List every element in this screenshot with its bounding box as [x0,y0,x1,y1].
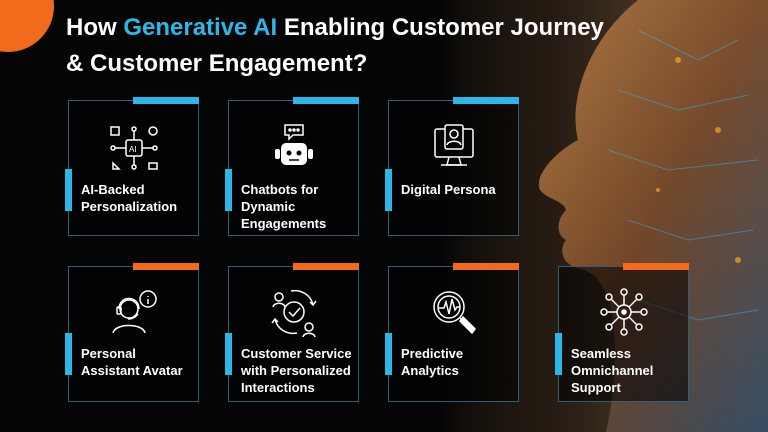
page-title: How Generative AI Enabling Customer Jour… [66,14,604,77]
card-side-bar [555,333,562,375]
orange-circle-decoration [0,0,54,52]
card-accent-bar [133,263,199,270]
magnifier-analytics-icon [427,287,481,337]
title-accent: Generative AI [123,14,278,41]
card-side-bar [225,169,232,211]
customer-service-icon [267,287,321,338]
card-omnichannel-support: Seamless Omnichannel Support [555,263,689,402]
card-side-bar [225,333,232,375]
card-label: AI-Backed Personalization [81,182,178,214]
card-label: Customer Service with Personalized Inter… [241,346,352,395]
card-accent-bar [293,263,359,270]
card-customer-service: Customer Service with Personalized Inter… [225,263,359,402]
chatbot-icon [267,123,321,173]
svg-text:AI: AI [129,145,137,154]
card-side-bar [385,169,392,211]
card-ai-backed-personalization: AI AI-Backed Personalization [65,97,199,236]
card-accent-bar [293,97,359,104]
card-side-bar [385,333,392,375]
card-label: Predictive Analytics [401,346,464,378]
digital-persona-icon [427,123,481,173]
card-chatbots: Chatbots for Dynamic Engagements [225,97,359,236]
card-label: Personal Assistant Avatar [81,346,183,378]
assistant-avatar-icon [107,287,161,337]
card-label: Seamless Omnichannel Support [571,346,654,395]
card-label: Chatbots for Dynamic Engagements [241,182,327,231]
card-digital-persona: Digital Persona [385,97,519,236]
card-side-bar [65,333,72,375]
card-accent-bar [623,263,689,270]
card-side-bar [65,169,72,211]
ai-circuit-icon: AI [107,123,161,173]
card-personal-assistant-avatar: Personal Assistant Avatar [65,263,199,402]
card-accent-bar [133,97,199,104]
card-accent-bar [453,97,519,104]
card-label: Digital Persona [401,182,496,197]
card-accent-bar [453,263,519,270]
omnichannel-network-icon [597,287,651,337]
card-predictive-analytics: Predictive Analytics [385,263,519,402]
